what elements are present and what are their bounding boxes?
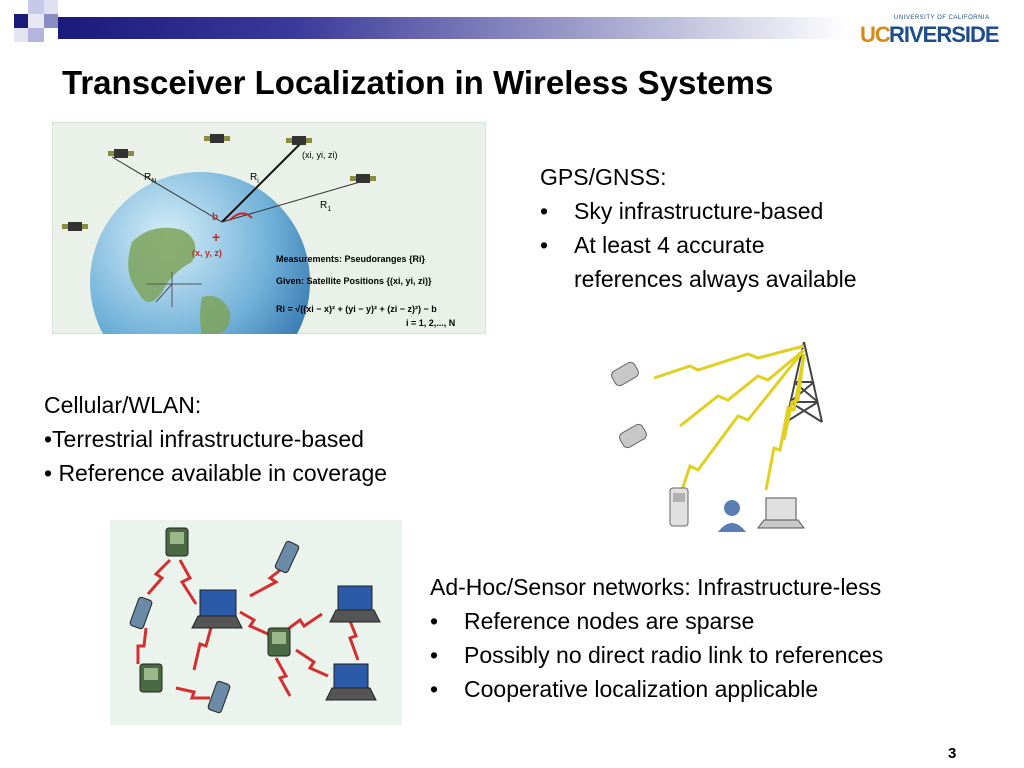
satellite-icon <box>286 136 312 145</box>
peer-link <box>192 623 214 671</box>
label-r1: R1 <box>320 200 331 213</box>
header-square <box>14 14 28 28</box>
gps-figure: + RN Ri R1 (xi, yi, zi) b (x, y, z) Meas… <box>52 122 486 334</box>
satellite-position-label: (xi, yi, zi) <box>302 150 338 160</box>
header-square <box>44 0 58 14</box>
laptop-icon <box>191 589 243 629</box>
header-square <box>14 28 28 42</box>
peer-link <box>175 686 210 700</box>
range-line <box>111 156 223 223</box>
range-line <box>221 181 361 223</box>
cellular-item: •Terrestrial infrastructure-based <box>44 426 364 452</box>
continent-south-america <box>200 296 231 334</box>
adhoc-heading: Ad-Hoc/Sensor networks: Infrastructure-l… <box>430 574 882 600</box>
gps-text-block: GPS/GNSS: •Sky infrastructure-based •At … <box>540 160 857 296</box>
phone-icon <box>207 680 231 714</box>
adhoc-text-block: Ad-Hoc/Sensor networks: Infrastructure-l… <box>430 570 883 706</box>
given-label: Given: Satellite Positions {(xi, yi, zi)… <box>276 276 432 286</box>
header-band <box>0 0 1024 50</box>
page-number: 3 <box>948 745 957 762</box>
laptop-icon <box>757 497 805 529</box>
logo-riverside: RIVERSIDE <box>889 22 1000 47</box>
pda-icon <box>165 527 189 557</box>
handset-icon <box>669 487 689 527</box>
logo-subtitle: UNIVERSITY OF CALIFORNIA <box>894 15 990 21</box>
gps-item-continuation: references always available <box>574 266 857 292</box>
satellite-icon <box>350 174 376 183</box>
range-line <box>221 143 301 223</box>
logo-uc: UC <box>860 22 891 47</box>
satellite-icon <box>62 222 88 231</box>
measurements-label: Measurements: Pseudoranges {Ri} <box>276 254 426 264</box>
cellular-text-block: Cellular/WLAN: •Terrestrial infrastructu… <box>44 388 387 490</box>
continent-north-america <box>128 227 196 302</box>
cellular-figure <box>598 330 848 552</box>
peer-link <box>178 559 198 605</box>
ucr-logo: UNIVERSITY OF CALIFORNIA UC RIVERSIDE <box>858 12 1000 48</box>
receiver-marker: + <box>212 229 220 245</box>
header-square <box>44 14 58 28</box>
satellite-icon <box>204 134 230 143</box>
gps-heading: GPS/GNSS: <box>540 164 667 190</box>
radio-link <box>680 349 806 491</box>
laptop-icon <box>325 663 377 701</box>
phone-icon <box>619 423 647 449</box>
receiver-position-label: (x, y, z) <box>192 248 222 258</box>
header-gradient-bar <box>58 17 848 39</box>
cellular-heading: Cellular/WLAN: <box>44 392 202 418</box>
pda-icon <box>267 627 291 657</box>
satellite-icon <box>108 149 134 158</box>
gps-item: •Sky infrastructure-based <box>540 198 824 224</box>
laptop-icon <box>329 585 381 623</box>
header-square <box>28 28 44 42</box>
phone-icon <box>611 361 639 387</box>
radio-link <box>679 348 805 428</box>
header-square <box>28 0 44 14</box>
peer-link <box>146 558 172 595</box>
peer-link <box>239 610 269 636</box>
label-ri: Ri <box>250 172 259 185</box>
adhoc-figure <box>110 520 402 725</box>
radio-link <box>782 353 806 441</box>
peer-link <box>346 615 360 661</box>
adhoc-item: •Possibly no direct radio link to refere… <box>430 642 884 668</box>
axis-line <box>155 283 173 303</box>
label-rn: RN <box>144 172 156 185</box>
peer-link <box>136 627 148 664</box>
peer-link <box>283 612 323 634</box>
pseudorange-equation: Ri = √((xi − x)² + (yi − y)² + (zi − z)²… <box>276 304 437 314</box>
peer-link <box>249 562 289 598</box>
adhoc-item: •Cooperative localization applicable <box>430 676 819 702</box>
peer-link <box>295 648 329 678</box>
index-label: i = 1, 2,..., N <box>406 318 455 328</box>
bias-label: b <box>212 212 218 223</box>
phone-icon <box>129 596 153 630</box>
user-icon <box>718 500 746 532</box>
bias-arc <box>229 212 253 221</box>
gps-item: •At least 4 accurate <box>540 232 765 258</box>
adhoc-item: •Reference nodes are sparse <box>430 608 755 634</box>
phone-icon <box>274 540 300 574</box>
pda-icon <box>139 663 163 693</box>
peer-link <box>274 657 292 697</box>
slide-title: Transceiver Localization in Wireless Sys… <box>62 64 774 101</box>
header-square <box>28 14 44 28</box>
radio-link <box>653 344 805 380</box>
cellular-item: • Reference available in coverage <box>44 460 388 486</box>
